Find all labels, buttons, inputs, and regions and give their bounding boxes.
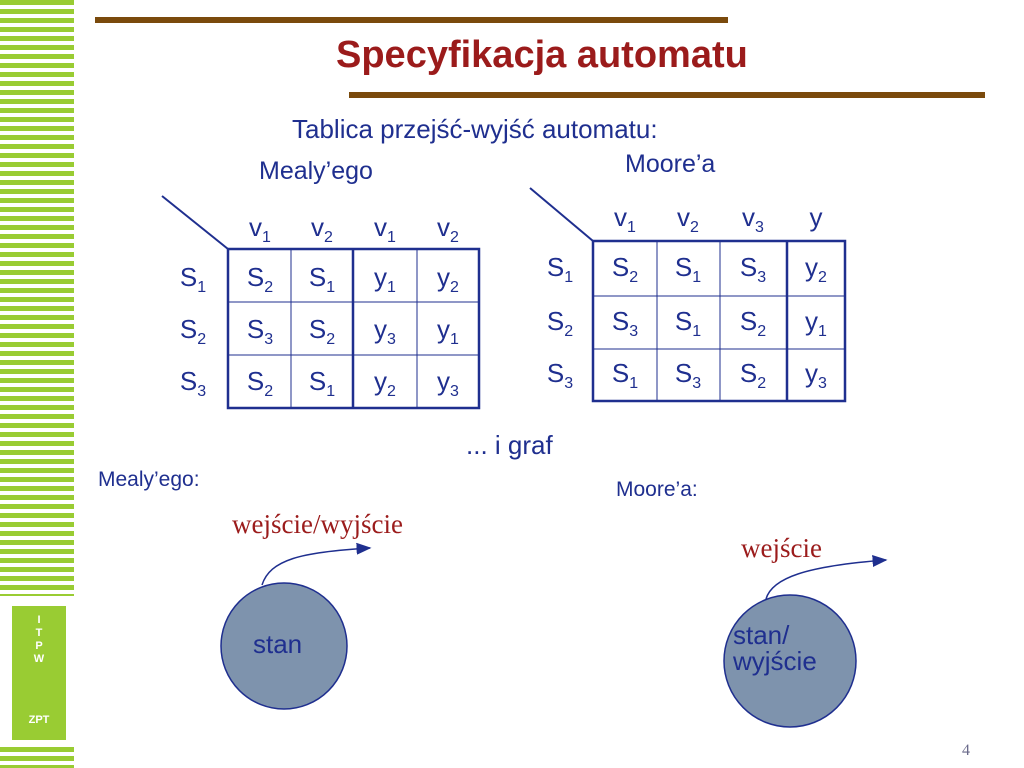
moore-table-cell: y3 [805,358,827,392]
moore-state-node [723,594,857,728]
moore-transition-arrow [765,555,888,600]
moore-table-cell: S3 [674,358,702,392]
mealy-grid [226,247,481,410]
moore-grid [591,239,847,403]
mealy-table-cell: y3 [374,314,396,348]
moore-table-cell: S2 [611,252,639,286]
mealy-table-label: Mealy’ego [259,157,373,185]
subtitle: Tablica przejść-wyjść automatu: [292,114,658,144]
moore-corner-diagonal [529,187,594,242]
moore-column-header: v3 [742,202,764,236]
page-number: 4 [962,742,970,759]
mealy-column-header: v2 [311,212,333,246]
mealy-row-state: S3 [179,366,207,400]
mealy-column-header: v1 [374,212,396,246]
moore-node-label-line1: stan/ [733,620,790,650]
moore-column-header: y [809,202,823,232]
mealy-transition-arrow [261,542,372,586]
mealy-table-cell: S3 [246,314,274,348]
moore-table-cell: y2 [805,252,827,286]
moore-row-state: S3 [546,358,574,392]
moore-table-cell: S2 [739,358,767,392]
moore-table-cell: S1 [674,252,702,286]
moore-table-cell: S1 [674,306,702,340]
mealy-table-cell: S2 [246,262,274,296]
top-bar [95,17,728,23]
moore-table-cell: S2 [739,306,767,340]
moore-table-cell: y1 [805,306,827,340]
moore-node-label-line2: wyjście [733,646,817,676]
mealy-table-cell: y2 [437,262,459,296]
badge-letter: T [35,627,43,639]
mealy-table-cell: S2 [246,366,274,400]
mealy-table-cell: S1 [308,366,336,400]
mealy-state-node [220,582,348,710]
moore-table-cell: S3 [739,252,767,286]
moore-table-cell: S3 [611,306,639,340]
moore-arc-label: wejście [741,533,822,563]
graph-section-label: ... i graf [466,430,553,460]
badge-letter: P [35,640,43,652]
moore-column-header: v1 [614,202,636,236]
mealy-table-cell: S1 [308,262,336,296]
mealy-arc-label: wejście/wyjście [232,509,403,539]
mealy-table-cell: y2 [374,366,396,400]
moore-row-state: S1 [546,252,574,286]
mealy-graph-label: Mealy’ego: [98,468,200,491]
mealy-corner-diagonal [161,195,229,250]
moore-graph-label: Moore’a: [616,478,698,501]
moore-column-header: v2 [677,202,699,236]
mealy-table-cell: y1 [437,314,459,348]
badge-footer: ZPT [28,714,50,726]
mealy-table-cell: y1 [374,262,396,296]
title-underline-bar [349,92,985,98]
badge-letter: W [33,653,45,665]
moore-table-label: Moore’a [625,150,716,178]
moore-table-cell: S1 [611,358,639,392]
mealy-row-state: S2 [179,314,207,348]
mealy-row-state: S1 [179,262,207,296]
mealy-column-header: v1 [249,212,271,246]
mealy-node-label: stan [253,629,303,659]
mealy-column-header: v2 [437,212,459,246]
moore-row-state: S2 [546,306,574,340]
mealy-table-cell: S2 [308,314,336,348]
page-title: Specyfikacja automatu [336,34,748,76]
badge-letter: I [37,614,41,626]
mealy-table-cell: y3 [437,366,459,400]
